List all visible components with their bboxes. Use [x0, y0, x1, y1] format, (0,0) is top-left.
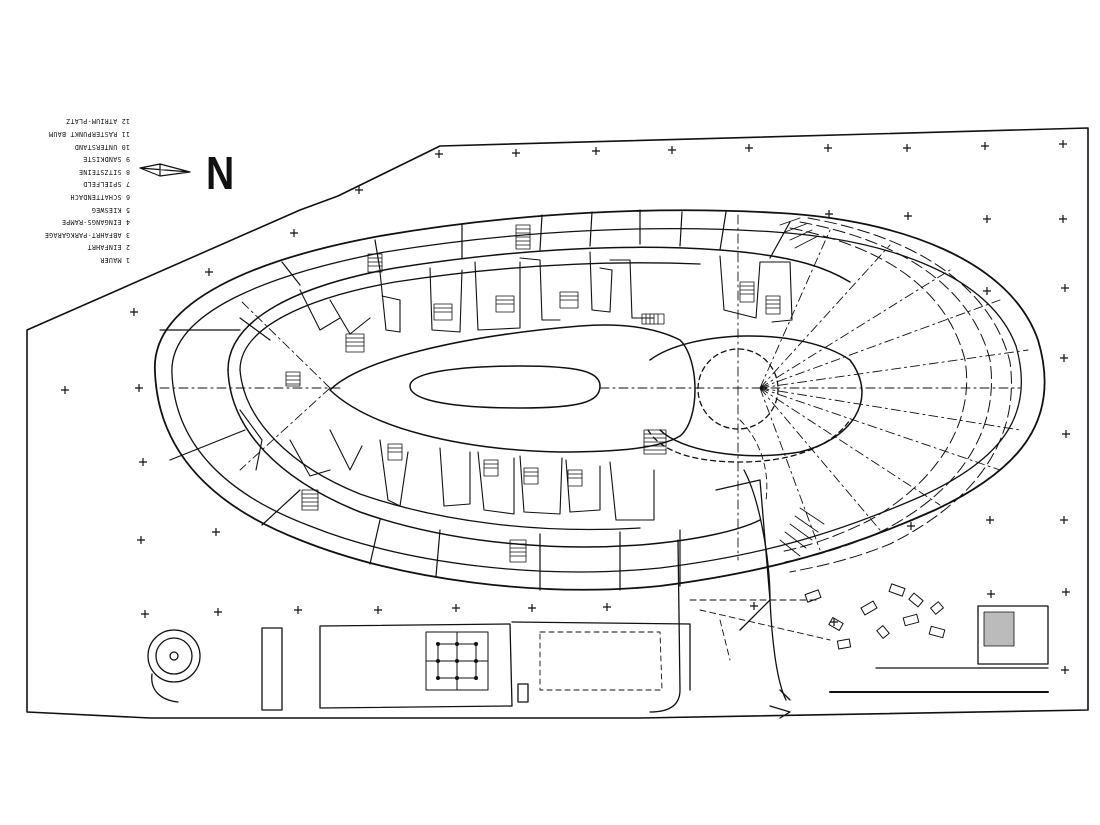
site-boundary	[27, 128, 1088, 718]
housing-ring-outer	[228, 247, 850, 370]
legend-item: 7 SPIELFELD	[83, 180, 130, 189]
legend-item: 5 KIESWEG	[91, 205, 130, 214]
legend: 1 MAUER 2 EINFAHRT 3 ABFAHRT-PARKGARAGE …	[34, 112, 130, 266]
sitzsteine	[805, 584, 945, 649]
atrium-circle	[650, 336, 862, 456]
legend-item: 3 ABFAHRT-PARKGARAGE	[44, 230, 130, 239]
spielfeld	[978, 606, 1048, 664]
legend-item: 6 SCHATTENDACH	[70, 193, 130, 202]
legend-item: 2 EINFAHRT	[87, 243, 130, 252]
housing-ring-inner	[240, 263, 700, 370]
north-arrow-icon	[140, 164, 190, 176]
legend-item: 11 RASTERPUNKT BAUM	[48, 130, 130, 139]
legend-item: 9 SANDKISTE	[83, 155, 130, 164]
stair-1	[516, 225, 530, 249]
entry-ramp-dashed	[690, 600, 830, 660]
central-pond	[410, 366, 600, 408]
fountain-icon	[148, 630, 200, 702]
legend-item: 4 EINGANGS-RAMPE	[61, 218, 130, 227]
kiesweg-area	[512, 622, 690, 690]
north-label: N	[206, 147, 235, 199]
wall-segment	[262, 628, 282, 710]
legend-item: 1 MAUER	[100, 256, 130, 264]
tree-grid-markers	[61, 140, 1070, 674]
legend-item: 12 ATRIUM-PLATZ	[65, 117, 130, 126]
legend-item: 10 UNTERSTAND	[74, 142, 130, 151]
legend-item: 8 SITZSTEINE	[78, 167, 130, 176]
podium-outline	[155, 210, 1045, 589]
courtyard	[330, 325, 695, 452]
